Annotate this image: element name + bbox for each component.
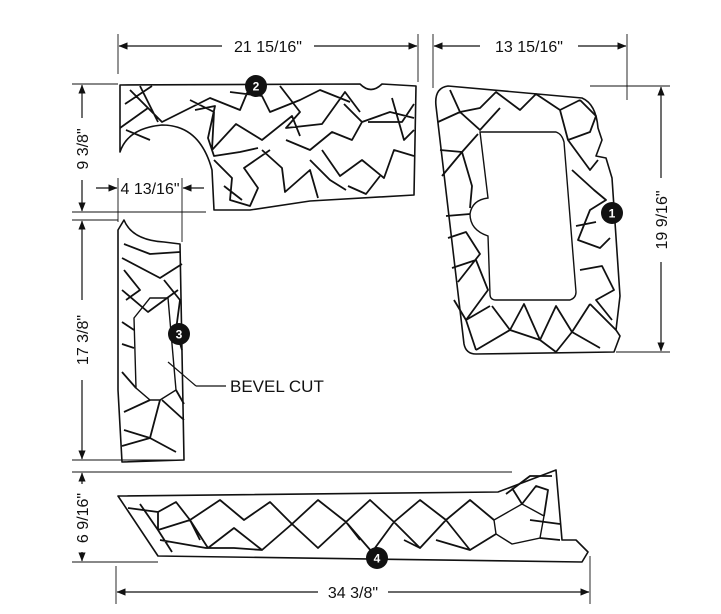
dimension-piece-3-width: 4 13/16": [96, 178, 204, 242]
piece-2-pattern: [119, 85, 415, 207]
dimension-piece-1-width: 13 15/16": [432, 34, 628, 100]
part-badge-2: 2: [245, 75, 267, 97]
piece-3-pattern: [121, 243, 185, 453]
dimension-piece-4-width: 34 3/8": [115, 556, 591, 604]
dimension-piece-1-height: 19 9/16": [590, 85, 671, 353]
dimension-label: 17 3/8": [75, 315, 92, 365]
dimension-label: 19 9/16": [654, 190, 671, 249]
bevel-cut-label: BEVEL CUT: [230, 377, 324, 396]
piece-2-outline: [119, 83, 417, 211]
dimension-label: 4 13/16": [120, 181, 179, 198]
dimension-label: 21 15/16": [234, 39, 302, 56]
badge-circle: [601, 202, 623, 224]
badge-circle: [168, 323, 190, 345]
piece-3-bevel: [133, 297, 177, 401]
part-badge-3: 3: [168, 323, 190, 345]
badge-number: 2: [253, 80, 260, 94]
part-badge-4: 4: [366, 547, 388, 569]
piece-4-pattern: [127, 475, 561, 553]
piece-2: [119, 83, 417, 211]
dimension-piece-2-height: 9 3/8": [72, 83, 206, 213]
badge-circle: [245, 75, 267, 97]
dimension-label: 6 9/16": [75, 493, 92, 543]
badge-number: 3: [176, 328, 183, 342]
badge-circle: [366, 547, 388, 569]
dimension-label: 9 3/8": [75, 128, 92, 169]
piece-3: [117, 219, 185, 463]
dimension-piece-3-height: 17 3/8": [72, 219, 184, 461]
dimension-label: 13 15/16": [495, 39, 563, 56]
dimension-label: 34 3/8": [328, 585, 378, 602]
piece-1-cutout: [469, 131, 577, 301]
piece-4: [117, 469, 589, 563]
leader-line: [167, 361, 197, 387]
piece-1-pattern: [437, 89, 617, 353]
part-badge-1: 1: [601, 202, 623, 224]
bevel-cut-callout: BEVEL CUT: [167, 361, 324, 396]
dimension-piece-4-height: 6 9/16": [72, 471, 512, 563]
badge-number: 4: [374, 552, 381, 566]
piece-1: [434, 85, 621, 355]
badge-number: 1: [609, 207, 616, 221]
dimension-piece-2-width: 21 15/16": [117, 34, 419, 82]
